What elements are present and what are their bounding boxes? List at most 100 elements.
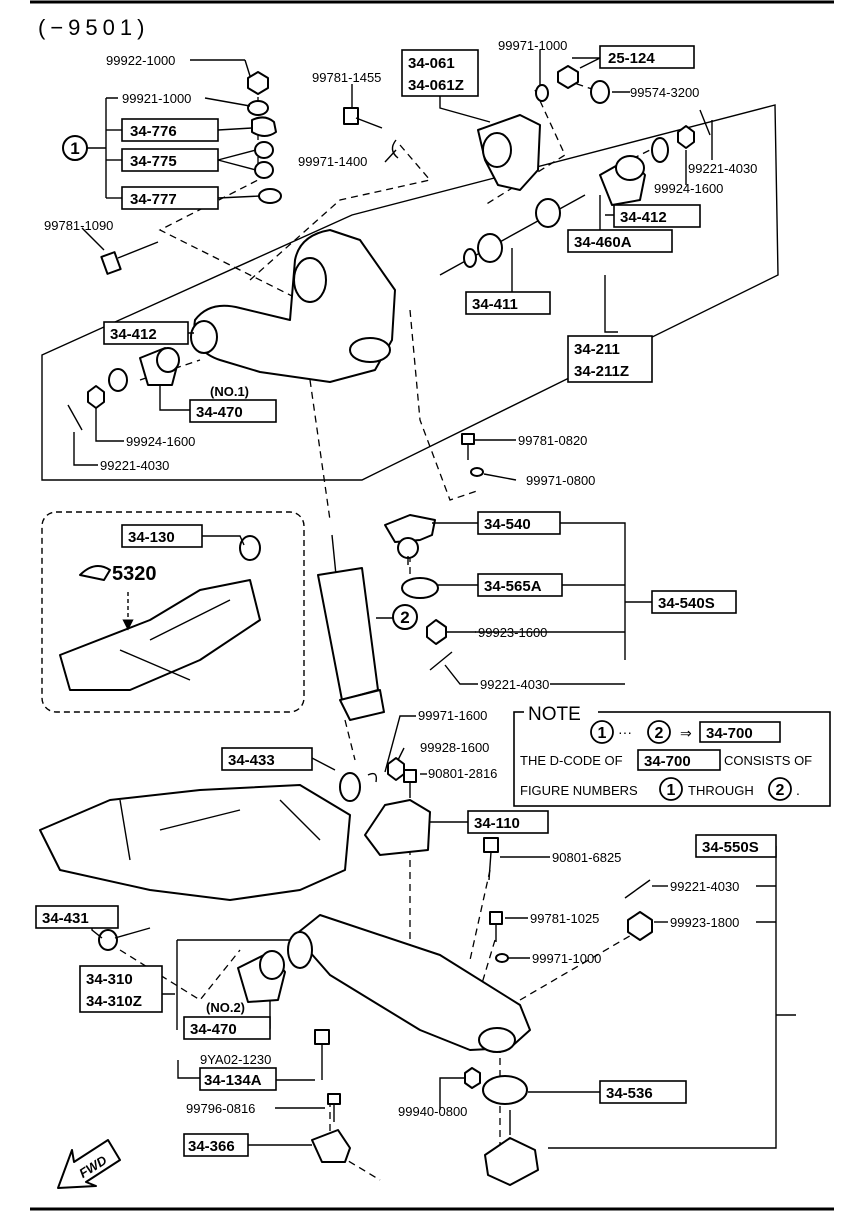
label-no1: (NO.1) bbox=[210, 384, 249, 399]
box-34-433: 34-433 bbox=[221, 747, 313, 771]
bolt-99781-0820-drawing bbox=[461, 433, 475, 460]
box-34-211: 34-211 34-211Z bbox=[567, 335, 653, 383]
label-99924-1600-top: 99924-1600 bbox=[654, 181, 723, 196]
washer-34-433-drawing bbox=[339, 772, 361, 802]
label-99922-1000: 99922-1000 bbox=[106, 53, 175, 68]
leader-lines bbox=[73, 50, 796, 1149]
nut-99923-1600-drawing bbox=[426, 619, 447, 645]
svg-text:34-412: 34-412 bbox=[110, 326, 157, 343]
ring-99574-3200-drawing bbox=[590, 80, 610, 104]
label-99221-4030-low: 99221-4030 bbox=[670, 879, 739, 894]
ref-5320-text: 5320 bbox=[112, 563, 157, 585]
svg-text:34-366: 34-366 bbox=[188, 1138, 235, 1155]
box-34-536: 34-536 bbox=[599, 1080, 687, 1104]
box-34-565A: 34-565A bbox=[477, 573, 563, 597]
svg-text:34-470: 34-470 bbox=[196, 404, 243, 421]
leader-dashed bbox=[309, 379, 331, 521]
note-title: NOTE bbox=[528, 704, 581, 725]
bump-stopper-34-130-drawing bbox=[239, 535, 261, 561]
group-marker-2: 2 bbox=[392, 604, 418, 630]
shock-absorber-drawing bbox=[317, 534, 385, 721]
note-marker-2: 2 bbox=[655, 725, 664, 742]
bolt-90801-6825-drawing bbox=[483, 837, 499, 881]
svg-text:34-061Z: 34-061Z bbox=[408, 77, 464, 94]
bolt-99781-1025-drawing bbox=[489, 911, 503, 942]
crossmember-drawing bbox=[59, 579, 261, 691]
upper-arm-enclosure bbox=[41, 104, 779, 481]
box-34-411: 34-411 bbox=[465, 291, 551, 315]
bump-stopper-34-110-drawing bbox=[364, 799, 431, 856]
box-34-470-no2: 34-470 bbox=[183, 1016, 271, 1040]
leader-dashed bbox=[249, 144, 432, 281]
label-99923-1800: 99923-1800 bbox=[670, 915, 739, 930]
box-34-110: 34-110 bbox=[467, 810, 549, 834]
nut-99924-1600-left-drawing bbox=[87, 385, 105, 409]
label-99971-1000-top: 99971-1000 bbox=[498, 38, 567, 53]
leader-dashed bbox=[139, 359, 201, 381]
svg-text:34-550S: 34-550S bbox=[702, 839, 759, 856]
label-99971-0800: 99971-0800 bbox=[526, 473, 595, 488]
svg-text:34-134A: 34-134A bbox=[204, 1072, 262, 1089]
svg-text:34-412: 34-412 bbox=[620, 209, 667, 226]
pin-left-drawing bbox=[67, 404, 83, 431]
leader-dashed bbox=[344, 719, 356, 761]
svg-text:34-776: 34-776 bbox=[130, 123, 177, 140]
box-34-777: 34-777 bbox=[121, 186, 219, 210]
group-marker-1: 1 bbox=[62, 135, 88, 161]
leader-dashed bbox=[409, 309, 481, 501]
leader-dashed bbox=[479, 939, 496, 991]
note-line2-end: . bbox=[796, 782, 800, 798]
nut-99924-1600-drawing bbox=[677, 125, 695, 149]
label-99928-1600: 99928-1600 bbox=[420, 740, 489, 755]
box-34-130: 34-130 bbox=[121, 524, 203, 548]
svg-text:34-061: 34-061 bbox=[408, 55, 455, 72]
svg-text:1: 1 bbox=[70, 139, 79, 158]
castle-nut-99923-1800-drawing bbox=[627, 911, 653, 941]
box-34-775: 34-775 bbox=[121, 148, 219, 172]
note-line1-post: CONSISTS OF bbox=[724, 753, 812, 768]
label-99221-4030-left: 99221-4030 bbox=[100, 458, 169, 473]
svg-text:34-540S: 34-540S bbox=[658, 595, 715, 612]
svg-text:34-540: 34-540 bbox=[484, 516, 531, 533]
svg-text:34-460A: 34-460A bbox=[574, 234, 632, 251]
bushing-34-470-no2-drawing bbox=[237, 950, 286, 1003]
label-99921-1000: 99921-1000 bbox=[122, 91, 191, 106]
label-99971-1000-low: 99971-1000 bbox=[532, 951, 601, 966]
washer-99971-0800-drawing bbox=[470, 467, 484, 477]
label-99781-0820: 99781-0820 bbox=[518, 433, 587, 448]
bushing-34-470-no1-drawing bbox=[139, 347, 180, 386]
svg-text:34-433: 34-433 bbox=[228, 752, 275, 769]
nut-25-124-drawing bbox=[557, 65, 579, 89]
label-99781-1090: 99781-1090 bbox=[44, 218, 113, 233]
clip-99971-1600-drawing bbox=[367, 772, 378, 783]
box-34-540S: 34-540S bbox=[651, 590, 737, 614]
ball-joint-34-540-drawing bbox=[384, 514, 436, 565]
bolt-34-431-drawing bbox=[98, 927, 151, 951]
box-34-540: 34-540 bbox=[477, 511, 561, 535]
svg-text:34-211: 34-211 bbox=[574, 341, 620, 358]
pin-99221-4030-low-drawing bbox=[624, 879, 651, 899]
note-ellipsis: ··· bbox=[618, 724, 632, 740]
nut-99928-1600-drawing bbox=[387, 757, 405, 781]
svg-text:34-777: 34-777 bbox=[130, 191, 177, 208]
ball-joint-lower-drawing bbox=[484, 1110, 539, 1186]
box-34-310: 34-310 34-310Z bbox=[79, 965, 163, 1013]
box-34-061: 34-061 34-061Z bbox=[401, 49, 479, 97]
range-header: (−9501) bbox=[38, 15, 149, 40]
box-25-124: 25-124 bbox=[599, 45, 695, 69]
note-marker-1: 1 bbox=[598, 725, 607, 742]
note-box: NOTE 1 ··· 2 ⇒ 34-700 THE D-CODE OF 34-7… bbox=[513, 700, 831, 807]
svg-text:2: 2 bbox=[400, 608, 409, 627]
note-marker-1b: 1 bbox=[667, 782, 676, 799]
svg-text:34-470: 34-470 bbox=[190, 1021, 237, 1038]
label-99971-1400: 99971-1400 bbox=[298, 154, 367, 169]
label-90801-6825: 90801-6825 bbox=[552, 850, 621, 865]
washer-99971-1000-low-drawing bbox=[495, 953, 509, 963]
fwd-arrow: FWD bbox=[57, 1139, 121, 1189]
nut-99940-0800-drawing bbox=[464, 1067, 481, 1089]
svg-text:34-211Z: 34-211Z bbox=[574, 363, 629, 380]
box-34-134A: 34-134A bbox=[199, 1067, 277, 1091]
label-99781-1025: 99781-1025 bbox=[530, 911, 599, 926]
bump-stopper-parts-drawing bbox=[247, 71, 282, 204]
